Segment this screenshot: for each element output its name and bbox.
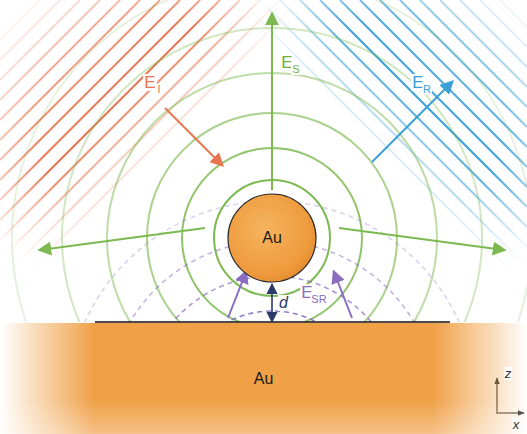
material-label: Au	[254, 370, 274, 388]
field-subscript: S	[291, 64, 300, 75]
material-label: Au	[262, 229, 282, 247]
image-arrow	[228, 272, 246, 318]
field-subscript: I	[156, 84, 161, 95]
field-label: E	[143, 74, 156, 91]
gap-arrow	[271, 284, 273, 322]
reflected-arrow	[372, 82, 452, 162]
gap-label: d	[278, 295, 289, 311]
scattered-arrow	[271, 14, 273, 190]
scattered-arrow	[40, 228, 205, 250]
scattered-wavefronts	[12, 0, 527, 322]
axis-label: z	[504, 367, 513, 380]
gold-sphere: Au	[227, 193, 317, 283]
axis-label: x	[512, 418, 521, 431]
image-arrow	[334, 272, 352, 318]
incident-arrow	[165, 108, 222, 165]
field-subscript: SR	[310, 294, 327, 305]
gold-substrate: Au	[0, 323, 527, 434]
field-subscript: R	[422, 84, 432, 95]
scattered-arrow	[339, 228, 504, 250]
